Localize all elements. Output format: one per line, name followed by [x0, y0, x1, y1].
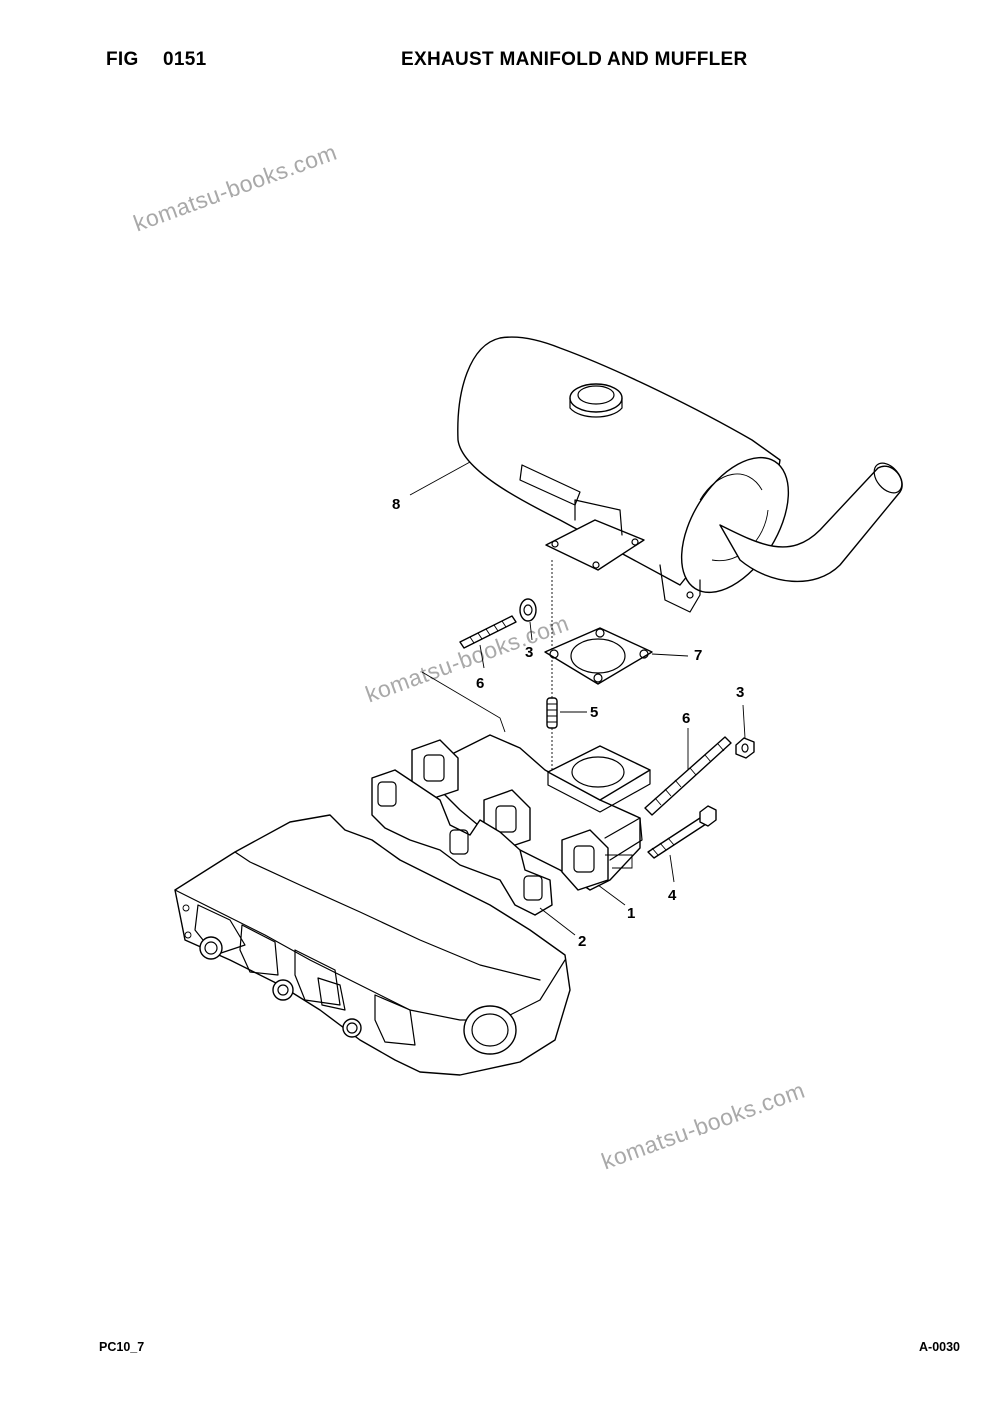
- exhaust-manifold-drawing: [411, 734, 651, 891]
- stud-bolt-leader: [421, 671, 506, 733]
- nut-right-drawing: [735, 737, 755, 759]
- callout-manifold: 1: [627, 905, 635, 922]
- callout-nut-right: 3: [736, 684, 744, 701]
- leader-line-8: [409, 461, 471, 496]
- manifold-gasket-drawing: [371, 769, 553, 916]
- figure-number: 0151: [163, 49, 207, 70]
- stud-bolt-right-drawing: [644, 736, 732, 816]
- figure-title: EXHAUST MANIFOLD AND MUFFLER: [401, 49, 748, 70]
- callout-manifold-gasket: 2: [578, 933, 586, 950]
- muffler-gasket-drawing: [544, 627, 653, 685]
- callout-muffler: 8: [392, 496, 400, 513]
- callout-bolt: 4: [668, 887, 677, 904]
- muffler-drawing: [457, 336, 903, 613]
- nut-upper-drawing: [519, 598, 537, 622]
- stud-drawing: [546, 697, 558, 729]
- callout-stud: 5: [590, 704, 598, 721]
- callout-nut-upper: 3: [525, 644, 533, 661]
- figure-label: FIG: [106, 49, 139, 70]
- stud-bolt-left-drawing: [459, 615, 517, 649]
- callout-stud-bolt-right: 6: [682, 710, 690, 727]
- model-code: PC10_7: [99, 1340, 145, 1354]
- page-code: A-0030: [919, 1340, 960, 1354]
- callout-muffler-gasket: 7: [694, 647, 702, 664]
- cylinder-head-drawing: [174, 814, 571, 1076]
- bolt-drawing: [647, 805, 717, 859]
- callout-stud-bolt-left: 6: [476, 675, 484, 692]
